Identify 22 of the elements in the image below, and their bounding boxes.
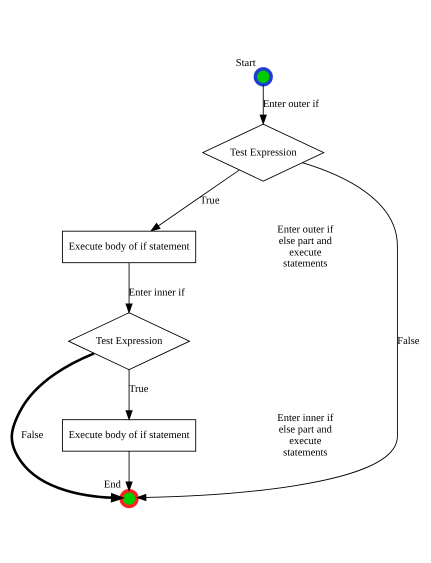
node-box: Execute body of if statement [62, 230, 196, 263]
edge-label: True [200, 195, 220, 206]
arrow [150, 169, 240, 232]
edge-label: False [21, 430, 44, 441]
arrow [125, 262, 133, 314]
edge-label: Enter outer if [262, 98, 319, 110]
node-circle [254, 66, 273, 86]
node-diamond: Test Expression [68, 312, 191, 370]
arrow [136, 162, 398, 501]
edge-label: Enter inner if [128, 287, 185, 298]
edge-label: True [128, 384, 148, 395]
node-label: Start [236, 57, 256, 68]
arrow [260, 84, 267, 125]
arrow [10, 352, 126, 502]
node-circle [119, 488, 139, 508]
node-box: Execute body of if statement [62, 418, 196, 452]
node-diamond: Test Expression [202, 123, 325, 182]
label: Enter outer if else part and execute statements [277, 224, 334, 270]
arrow [125, 450, 133, 492]
label: Enter inner if else part and execute statements [277, 412, 334, 458]
node-label: End [104, 479, 121, 490]
arrow [125, 368, 133, 420]
